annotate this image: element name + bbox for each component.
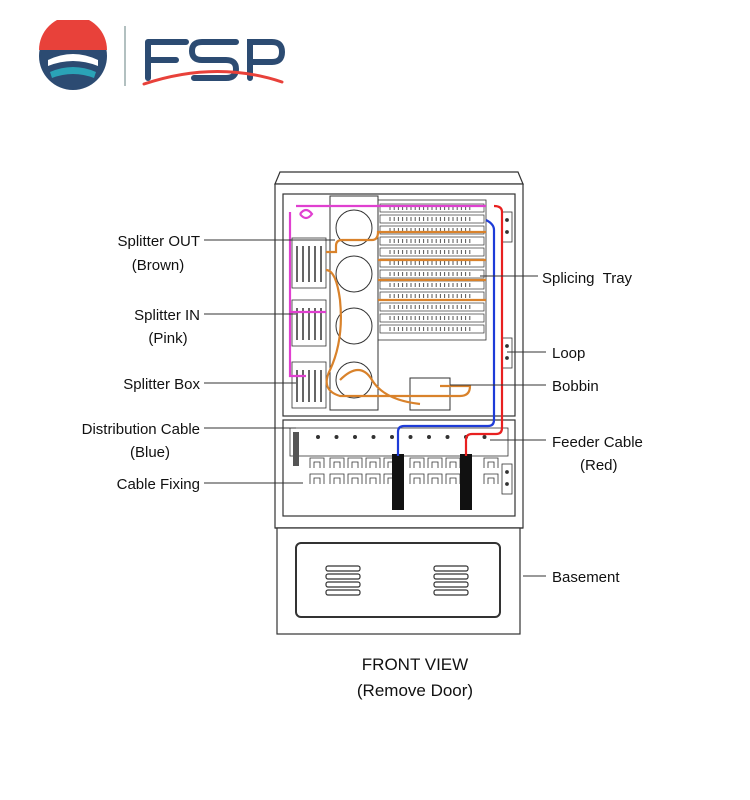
label-distribution-cable-color: (Blue) (130, 444, 170, 461)
fixing-hole (334, 434, 339, 439)
label-basement: Basement (552, 569, 620, 586)
splicing-tray-slot (379, 313, 485, 323)
splitter-boxes (291, 237, 327, 409)
red-cable (464, 204, 504, 456)
caption-front-view: FRONT VIEW (362, 655, 468, 674)
fixing-hole (352, 434, 357, 439)
fixing-hole (482, 434, 487, 439)
splicing-trays (377, 199, 487, 341)
cable-clamp-icon (329, 457, 345, 468)
cable-clamp-icon (409, 473, 425, 484)
splicing-tray-slot (379, 324, 485, 334)
fixing-hole (445, 434, 450, 439)
label-cable-fixing: Cable Fixing (117, 476, 200, 493)
cable-clamp-icon (483, 473, 499, 484)
label-splitter-in: Splitter IN (134, 307, 200, 324)
splicing-tray-slot (379, 280, 485, 290)
cables (288, 204, 504, 456)
basement (276, 527, 521, 635)
splicing-tray-slot (379, 247, 485, 257)
fsp-logo (39, 20, 286, 90)
splicing-tray-slot (379, 214, 485, 224)
logo-emblem-icon (39, 20, 107, 90)
cable-clamp-icon (309, 473, 325, 484)
cable-clamp-icon (427, 473, 443, 484)
fixing-hole (389, 434, 394, 439)
label-feeder-cable: Feeder Cable (552, 434, 643, 451)
cable-clamp-icon (427, 457, 443, 468)
cable-clamp-icon (329, 473, 345, 484)
pink-cable (288, 204, 486, 378)
label-splitter-box: Splitter Box (123, 376, 200, 393)
vent-left-icon (325, 565, 361, 596)
fixing-hole (315, 434, 320, 439)
brown-cable (325, 230, 486, 406)
cable-clamp-icon (409, 457, 425, 468)
cable-clamp-icon (309, 457, 325, 468)
splicing-tray-slot (379, 291, 485, 301)
label-loop: Loop (552, 345, 585, 362)
label-distribution-cable: Distribution Cable (82, 421, 200, 438)
caption-remove-door: (Remove Door) (357, 681, 473, 700)
cable-clamp-icon (365, 457, 381, 468)
label-splicing-tray: Splicing Tray (542, 270, 633, 287)
splicing-tray-slot (379, 269, 485, 279)
splicing-tray-slot (379, 236, 485, 246)
label-splitter-out-color: (Brown) (132, 257, 185, 274)
blue-cable (396, 219, 496, 456)
splicing-tray-slot (379, 302, 485, 312)
fixing-hole (371, 434, 376, 439)
label-feeder-cable-color: (Red) (580, 457, 618, 474)
cable-clamp-icon (365, 473, 381, 484)
vent-right-icon (433, 565, 469, 596)
cable-clamp-icon (483, 457, 499, 468)
label-bobbin: Bobbin (552, 378, 599, 395)
logo-wordmark (142, 39, 286, 86)
fixing-hole (408, 434, 413, 439)
fixing-hole (426, 434, 431, 439)
cable-clamp-icon (347, 457, 363, 468)
bobbins (329, 195, 451, 411)
label-splitter-out: Splitter OUT (117, 233, 200, 250)
cable-clamp-icon (347, 473, 363, 484)
label-splitter-in-color: (Pink) (148, 330, 187, 347)
leader-lines (204, 239, 546, 577)
